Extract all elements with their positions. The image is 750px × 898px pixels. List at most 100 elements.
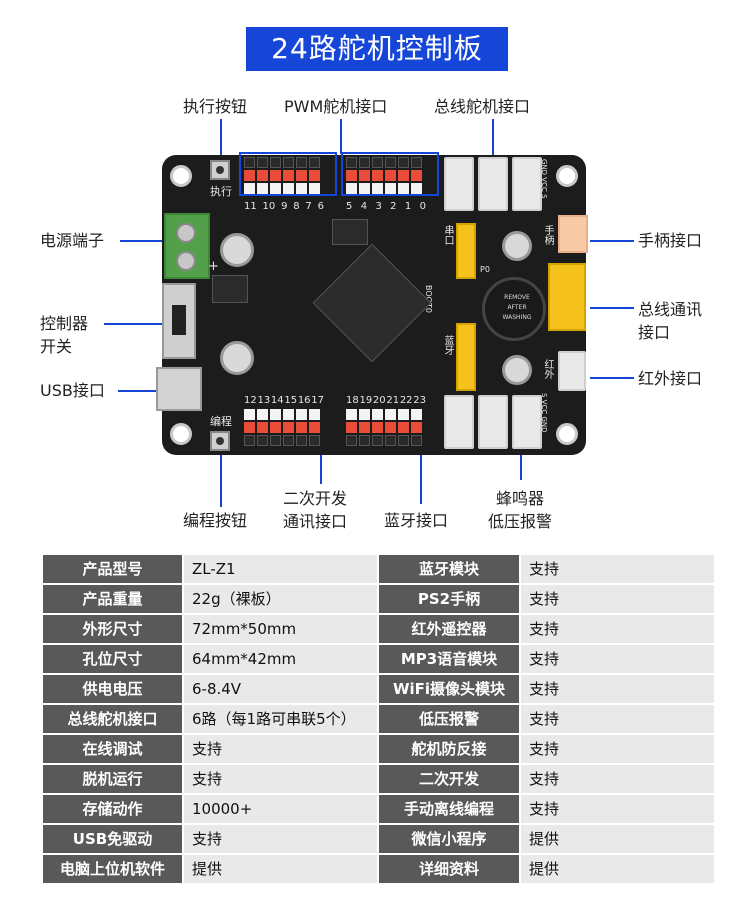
serial-header[interactable] xyxy=(456,223,476,279)
spec-key: 舵机防反接 xyxy=(379,735,519,763)
callout-line xyxy=(118,390,164,392)
callout-bluetooth-port: 蓝牙接口 xyxy=(384,511,449,530)
gamepad-connector[interactable] xyxy=(558,215,588,253)
ir-connector[interactable] xyxy=(558,351,586,391)
spec-key: 电脑上位机软件 xyxy=(43,855,182,883)
spec-key: 孔位尺寸 xyxy=(43,645,182,673)
buzzer: REMOVE AFTER WASHING xyxy=(482,277,546,341)
spec-value: 支持 xyxy=(521,615,714,643)
spec-key: 产品重量 xyxy=(43,585,182,613)
spec-value: 支持 xyxy=(521,585,714,613)
button-cap xyxy=(216,166,224,174)
pwm-pin-row xyxy=(346,183,422,194)
spec-value: 提供 xyxy=(521,855,714,883)
button-cap xyxy=(216,437,224,445)
pwm-pin-row xyxy=(346,157,422,168)
spec-value: 64mm*42mm xyxy=(184,645,377,673)
spec-key: 总线舵机接口 xyxy=(43,705,182,733)
callout-line xyxy=(340,119,342,154)
silk-bluetooth: 蓝牙 xyxy=(442,335,453,355)
pwm-pin-row xyxy=(346,409,422,420)
power-terminal[interactable] xyxy=(164,213,210,279)
spec-key: MP3语音模块 xyxy=(379,645,519,673)
spec-value: 72mm*50mm xyxy=(184,615,377,643)
usb-port[interactable] xyxy=(156,367,202,411)
pwm-pin-row xyxy=(346,435,422,446)
spec-value: 支持 xyxy=(521,795,714,823)
buzzer-label-2: AFTER xyxy=(507,304,527,311)
mount-hole xyxy=(556,423,578,445)
callout-buzzer-2: 低压报警 xyxy=(488,512,553,531)
callout-line xyxy=(590,240,634,242)
flash-chip xyxy=(332,219,368,245)
exec-button[interactable] xyxy=(210,160,230,180)
callout-dev-comm-2: 通讯接口 xyxy=(283,512,348,531)
spec-value: 支持 xyxy=(521,555,714,583)
callout-bus-comm-2: 接口 xyxy=(638,323,671,342)
spec-key: 外形尺寸 xyxy=(43,615,182,643)
spec-value: 提供 xyxy=(521,825,714,853)
capacitor xyxy=(220,233,254,267)
silk-program: 编程 xyxy=(210,415,232,428)
page-title: 24路舵机控制板 xyxy=(246,27,508,71)
pwm-pin-row xyxy=(244,409,320,420)
callout-bus-servo-port: 总线舵机接口 xyxy=(434,97,531,116)
program-button[interactable] xyxy=(210,431,230,451)
spec-value: 支持 xyxy=(521,765,714,793)
spec-value: 10000+ xyxy=(184,795,377,823)
spec-value: 6-8.4V xyxy=(184,675,377,703)
spec-key: 供电电压 xyxy=(43,675,182,703)
bus-servo-connector[interactable] xyxy=(478,395,508,449)
bus-servo-connector[interactable] xyxy=(478,157,508,211)
bus-servo-connector[interactable] xyxy=(512,395,542,449)
pwm-pin-row xyxy=(346,170,422,181)
callout-ir-port: 红外接口 xyxy=(638,369,703,388)
spec-key: 手动离线编程 xyxy=(379,795,519,823)
silk-plus: + xyxy=(208,259,219,274)
spec-value: 支持 xyxy=(184,825,377,853)
callout-gamepad-port: 手柄接口 xyxy=(638,231,703,250)
spec-key: 二次开发 xyxy=(379,765,519,793)
silk-p0: P0 xyxy=(480,265,490,274)
callout-line xyxy=(120,240,168,242)
pwm-pin-row xyxy=(244,170,320,181)
silk-gnd-vcc-s-bottom: S VCC GND xyxy=(540,393,548,433)
bus-servo-connector[interactable] xyxy=(444,157,474,211)
spec-row: 脱机运行支持二次开发支持 xyxy=(43,765,714,793)
bus-comm-connector[interactable] xyxy=(548,263,586,331)
bus-servo-connector[interactable] xyxy=(444,395,474,449)
terminal-screw xyxy=(176,251,196,271)
power-switch[interactable] xyxy=(162,283,196,359)
mount-hole xyxy=(556,165,578,187)
spec-value: 22g（裸板） xyxy=(184,585,377,613)
spec-key: USB免驱动 xyxy=(43,825,182,853)
spec-key: 微信小程序 xyxy=(379,825,519,853)
bluetooth-header[interactable] xyxy=(456,323,476,391)
spec-value: 提供 xyxy=(184,855,377,883)
silk-ir: 红外 xyxy=(542,359,553,379)
pwm-pin-row xyxy=(244,422,320,433)
switch-knob[interactable] xyxy=(172,305,186,335)
callout-line xyxy=(220,119,222,161)
callout-controller-switch-1: 控制器 xyxy=(40,314,89,333)
callout-exec-button: 执行按钮 xyxy=(183,97,248,116)
pwm-pin-row xyxy=(244,435,320,446)
spec-key: 产品型号 xyxy=(43,555,182,583)
callout-pwm-port: PWM舵机接口 xyxy=(284,97,388,116)
spec-value: ZL-Z1 xyxy=(184,555,377,583)
bus-servo-connector[interactable] xyxy=(512,157,542,211)
spec-key: 脱机运行 xyxy=(43,765,182,793)
spec-key: PS2手柄 xyxy=(379,585,519,613)
buzzer-label-3: WASHING xyxy=(502,314,532,321)
spec-key: 在线调试 xyxy=(43,735,182,763)
silk-gamepad: 手柄 xyxy=(542,225,553,245)
spec-row: 在线调试支持舵机防反接支持 xyxy=(43,735,714,763)
pwm-pin-row xyxy=(346,422,422,433)
spec-value: 支持 xyxy=(521,735,714,763)
callout-line xyxy=(220,455,222,507)
